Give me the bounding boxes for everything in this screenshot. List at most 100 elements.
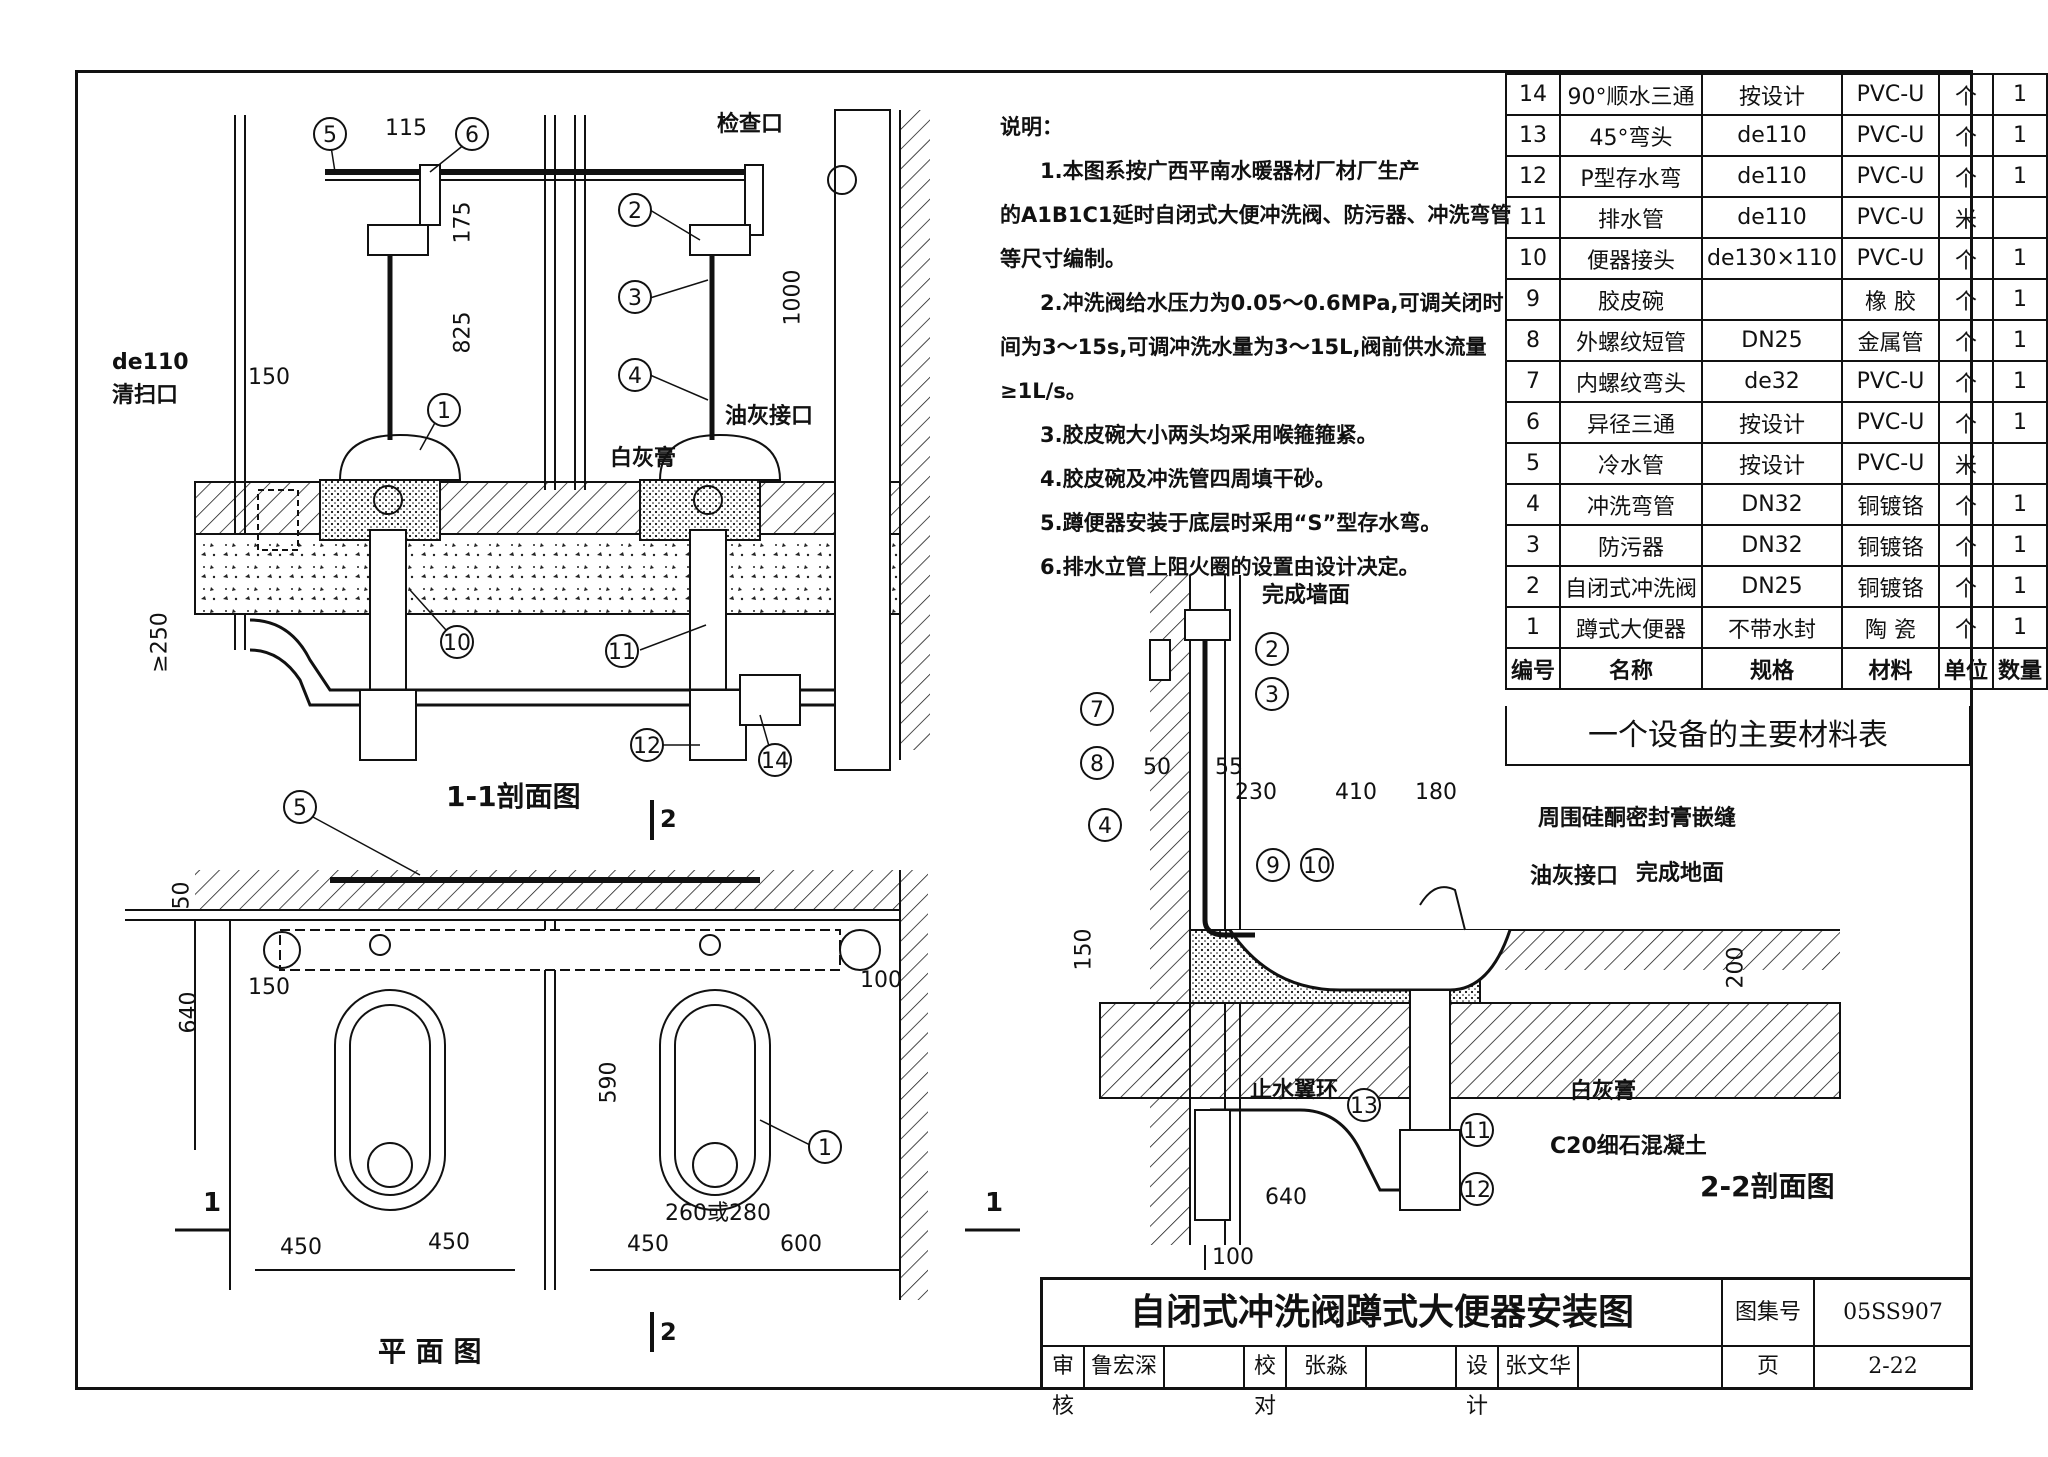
note-line: 间为3～15s,可调冲洗水量为3～15L,阀前供水流量 [1000, 335, 1487, 359]
table-cell: 冷水管 [1559, 442, 1704, 485]
dim-50: 50 [169, 881, 195, 910]
note-line: 6.排水立管上阻火圈的设置由设计决定。 [1040, 555, 1420, 579]
dim-260-280: 260或280 [665, 1201, 771, 1226]
table-cell: 2 [1504, 565, 1562, 608]
table-cell: PVC-U [1840, 196, 1940, 239]
table-cell: 单位 [1937, 647, 1994, 690]
table-cell: 米 [1937, 442, 1994, 485]
section-2-2-title: 2-2剖面图 [1700, 1170, 1835, 1203]
design-label: 设计 [1457, 1347, 1499, 1419]
dim-150-s22: 150 [1071, 928, 1097, 971]
callout-11: 11 [605, 634, 639, 668]
table-cell: 7 [1504, 360, 1562, 403]
table-cell: 铜镀铬 [1840, 483, 1940, 526]
atlas-label: 图集号 [1723, 1280, 1815, 1347]
table-cell: 12 [1504, 155, 1562, 198]
drawing-frame [75, 70, 1973, 1390]
table-cell: 个 [1937, 319, 1994, 362]
designer-signature [1579, 1347, 1723, 1387]
table-cell: 编号 [1504, 647, 1562, 690]
table-cell: 个 [1937, 483, 1994, 526]
cleanout-size-label: de110 [112, 350, 189, 375]
table-cell: 45°弯头 [1559, 114, 1704, 157]
plan-view [125, 870, 1020, 1300]
note-line: 1.本图系按广西平南水暖器材厂材厂生产 [1040, 159, 1420, 183]
table-cell: 按设计 [1701, 401, 1843, 444]
table-cell: 材料 [1840, 647, 1940, 690]
callout-12: 12 [630, 728, 664, 762]
reviewer-signature [1165, 1347, 1245, 1387]
checker-signature [1367, 1347, 1457, 1387]
callout-4-s22: 4 [1088, 808, 1122, 842]
table-cell: PVC-U [1840, 155, 1940, 198]
callout-2-s22: 2 [1255, 632, 1289, 666]
section-1-1 [194, 109, 930, 771]
dim-640-s22: 640 [1265, 1185, 1307, 1210]
callout-10-s22: 10 [1300, 848, 1334, 882]
water-stop-ring-label: 止水翼环 [1250, 1078, 1339, 1103]
callout-2: 2 [618, 193, 652, 227]
dim-150: 150 [248, 365, 290, 390]
callout-8: 8 [1080, 746, 1114, 780]
table-cell: 个 [1937, 114, 1994, 157]
page-label: 页 [1723, 1347, 1815, 1387]
table-cell: 1 [1991, 155, 2048, 198]
finished-wall-label: 完成墙面 [1262, 583, 1351, 608]
table-cell: 米 [1937, 196, 1994, 239]
oil-joint-label-s22: 油灰接口 [1530, 864, 1619, 889]
table-cell: 1 [1991, 483, 2048, 526]
table-cell: 陶 瓷 [1840, 606, 1940, 649]
callout-3-s22: 3 [1255, 677, 1289, 711]
table-cell: 1 [1991, 73, 2048, 116]
table-cell [1701, 278, 1843, 321]
callout-3: 3 [618, 280, 652, 314]
note-line: 3.胶皮碗大小两头均采用喉箍箍紧。 [1040, 423, 1378, 447]
table-cell: 1 [1991, 401, 2048, 444]
atlas-number: 05SS907 [1815, 1280, 1973, 1347]
callout-5-plan: 5 [283, 790, 317, 824]
cleanout-label: 清扫口 [112, 383, 179, 408]
table-cell: 个 [1937, 155, 1994, 198]
table-cell: 13 [1504, 114, 1562, 157]
dim-150-plan: 150 [248, 975, 290, 1000]
table-cell: 1 [1991, 524, 2048, 567]
sealant-label: 周围硅酮密封膏嵌缝 [1538, 806, 1737, 831]
table-cell: de32 [1701, 360, 1843, 403]
note-line: 的A1B1C1延时自闭式大便冲洗阀、防污器、冲洗弯管 [1000, 203, 1512, 227]
callout-13: 13 [1347, 1088, 1381, 1122]
dim-200: 200 [1723, 946, 1749, 989]
table-cell: DN32 [1701, 524, 1843, 567]
table-cell: 自闭式冲洗阀 [1559, 565, 1704, 608]
dim-640: 640 [176, 991, 202, 1034]
table-cell: 11 [1504, 196, 1562, 239]
table-cell: 铜镀铬 [1840, 524, 1940, 567]
cut-1-left: 1 [203, 1188, 222, 1218]
section-1-1-title: 1-1剖面图 [446, 780, 581, 813]
table-cell: 蹲式大便器 [1559, 606, 1704, 649]
table-cell: 个 [1937, 606, 1994, 649]
callout-6: 6 [455, 117, 489, 151]
table-cell: 不带水封 [1701, 606, 1843, 649]
dim-250: ≥250 [147, 612, 173, 673]
designer-name: 张文华 [1499, 1347, 1579, 1387]
dim-825: 825 [450, 311, 476, 354]
dim-230: 230 [1235, 780, 1277, 805]
table-cell: 按设计 [1701, 73, 1843, 116]
table-cell: PVC-U [1840, 237, 1940, 280]
callout-7: 7 [1080, 692, 1114, 726]
dim-450-b: 450 [428, 1230, 470, 1255]
concrete-label: C20细石混凝土 [1550, 1134, 1707, 1159]
table-cell: 防污器 [1559, 524, 1704, 567]
check-label: 校对 [1245, 1347, 1287, 1419]
callout-1-plan: 1 [808, 1130, 842, 1164]
table-cell: 数量 [1991, 647, 2048, 690]
table-cell: 外螺纹短管 [1559, 319, 1704, 362]
dim-100-s22: 100 [1212, 1245, 1254, 1270]
table-cell: 金属管 [1840, 319, 1940, 362]
